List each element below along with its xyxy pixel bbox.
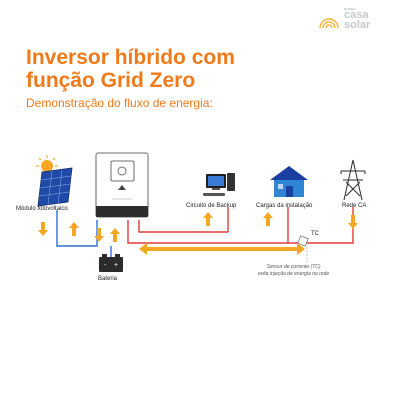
label-battery: Bateria xyxy=(98,276,118,282)
svg-text:+: + xyxy=(114,262,118,269)
current-sensor-icon xyxy=(297,235,309,262)
ac-wiring xyxy=(127,207,354,244)
logo-line-1: casa xyxy=(344,9,369,21)
flow-arrow-pv-to-inverter xyxy=(69,222,79,236)
logo-line-2: solar xyxy=(344,19,371,31)
flow-arrow-battery-discharge xyxy=(110,228,120,242)
flow-arrow-double xyxy=(139,243,305,255)
title-line-2: função Grid Zero xyxy=(26,69,196,92)
flow-arrow-pv-down xyxy=(38,222,48,236)
solar-panel-icon xyxy=(36,155,73,207)
flow-arrow-battery-charge xyxy=(94,228,104,242)
ct-note: Sensor de corrente (TC) evita injeção de… xyxy=(258,264,329,278)
label-grid: Rede CA xyxy=(342,203,367,209)
power-grid-tower-icon xyxy=(340,159,366,201)
ct-note-line-1: Sensor de corrente (TC) xyxy=(266,264,321,270)
title-line-1: Inversor híbrido com xyxy=(26,46,235,69)
house-icon xyxy=(270,166,308,197)
flow-arrow-grid xyxy=(348,215,358,229)
flow-arrow-loads xyxy=(263,212,273,226)
page-subtitle: Demonstração do fluxo de energia: xyxy=(26,96,213,110)
ct-note-line-2: evita injeção de energia na rede xyxy=(258,271,330,277)
sun-logo-icon xyxy=(319,18,339,29)
battery-icon: - + xyxy=(99,254,123,272)
hybrid-inverter-icon xyxy=(95,152,149,218)
svg-text:-: - xyxy=(104,262,107,269)
page-title: Inversor híbrido com função Grid Zero xyxy=(26,46,235,92)
label-installation-loads: Cargas da instalação xyxy=(256,203,313,209)
label-ct: TC xyxy=(311,231,319,237)
logo-small-text: nosso xyxy=(344,6,356,11)
brand-logo: nosso casa solar xyxy=(318,6,378,44)
computer-icon xyxy=(203,173,235,196)
label-backup-circuit: Circuito de Backup xyxy=(186,203,237,209)
flow-arrow-backup xyxy=(203,212,213,226)
logo-name: casa solar xyxy=(344,9,371,31)
label-pv-module: Módulo fotovoltaico xyxy=(16,206,68,212)
